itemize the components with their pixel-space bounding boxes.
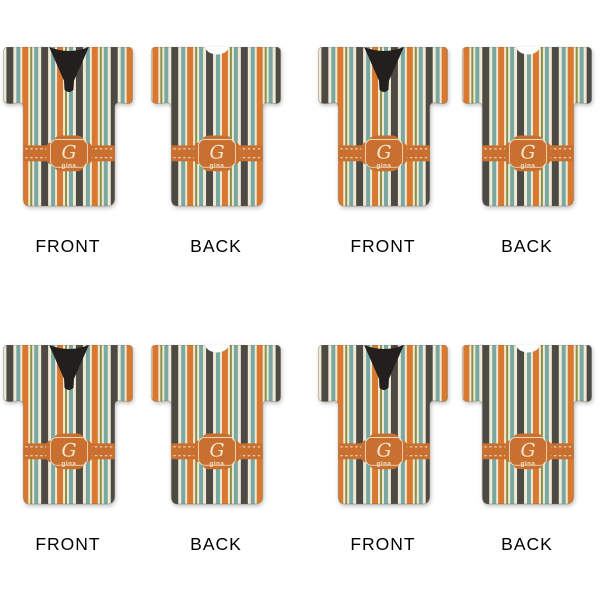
- monogram-name: gina: [521, 461, 536, 468]
- monogram-name: gina: [210, 163, 225, 170]
- product-view-card: G gina FRONT: [318, 345, 448, 554]
- jersey-silhouette: [151, 47, 281, 207]
- jersey-bottle-cover-mockup: G gina: [318, 345, 448, 505]
- monogram-plaque: [512, 433, 544, 470]
- view-label: BACK: [501, 534, 553, 554]
- product-view-card: G gina BACK: [462, 345, 592, 554]
- jersey-bottle-cover-mockup: G gina: [462, 47, 592, 207]
- v-neck-collar: [49, 47, 89, 92]
- product-view-card: G gina FRONT: [3, 47, 133, 256]
- monogram-name: gina: [377, 461, 392, 468]
- plaque-inner-outline: [365, 139, 403, 168]
- jersey-bottle-cover-mockup: G gina: [151, 47, 281, 207]
- neck-notch: [205, 47, 229, 55]
- jersey-bottle-cover-mockup: G gina: [3, 47, 133, 207]
- jersey-silhouette: [462, 345, 592, 505]
- plaque-inner-outline: [50, 139, 88, 168]
- monogram-name: gina: [62, 163, 77, 170]
- jersey-silhouette: [151, 345, 281, 505]
- plaque-inner-outline: [50, 437, 88, 466]
- neck-notch: [516, 47, 540, 55]
- neck-notch: [516, 345, 540, 353]
- plaque-inner-outline: [365, 437, 403, 466]
- view-label: FRONT: [350, 534, 416, 554]
- jersey-bottle-cover-mockup: G gina: [3, 345, 133, 505]
- view-label: BACK: [501, 236, 553, 256]
- plaque-inner-outline: [198, 437, 236, 466]
- view-label: BACK: [190, 236, 242, 256]
- monogram-initial: G: [61, 141, 76, 163]
- monogram-plaque: [368, 433, 400, 470]
- plaque-inner-outline: [509, 139, 547, 168]
- monogram-name: gina: [210, 461, 225, 468]
- neck-notch: [205, 345, 229, 353]
- monogram-plaque: [53, 433, 85, 470]
- jersey-bottle-cover-mockup: G gina: [318, 47, 448, 207]
- view-label: FRONT: [350, 236, 416, 256]
- monogram-initial: G: [520, 439, 535, 461]
- monogram-name: gina: [521, 163, 536, 170]
- product-view-card: G gina FRONT: [3, 345, 133, 554]
- monogram-initial: G: [61, 439, 76, 461]
- v-neck-collar: [364, 47, 404, 92]
- monogram-initial: G: [209, 439, 224, 461]
- monogram-plaque: [512, 135, 544, 172]
- jersey-silhouette: [3, 345, 133, 505]
- v-neck-collar: [49, 345, 89, 390]
- product-view-card: G gina FRONT: [318, 47, 448, 256]
- monogram-name: gina: [377, 163, 392, 170]
- monogram-plaque: [201, 433, 233, 470]
- plaque-inner-outline: [509, 437, 547, 466]
- view-label: FRONT: [35, 236, 101, 256]
- jersey-silhouette: [318, 345, 448, 505]
- monogram-plaque: [201, 135, 233, 172]
- jersey-silhouette: [3, 47, 133, 207]
- monogram-initial: G: [376, 141, 391, 163]
- product-view-card: G gina BACK: [151, 345, 281, 554]
- plaque-inner-outline: [198, 139, 236, 168]
- jersey-bottle-cover-mockup: G gina: [151, 345, 281, 505]
- monogram-plaque: [368, 135, 400, 172]
- view-label: FRONT: [35, 534, 101, 554]
- view-label: BACK: [190, 534, 242, 554]
- monogram-initial: G: [209, 141, 224, 163]
- monogram-name: gina: [62, 461, 77, 468]
- jersey-silhouette: [318, 47, 448, 207]
- product-view-card: G gina BACK: [151, 47, 281, 256]
- jersey-bottle-cover-mockup: G gina: [462, 345, 592, 505]
- v-neck-collar: [364, 345, 404, 390]
- monogram-initial: G: [376, 439, 391, 461]
- jersey-silhouette: [462, 47, 592, 207]
- monogram-initial: G: [520, 141, 535, 163]
- monogram-plaque: [53, 135, 85, 172]
- product-view-card: G gina BACK: [462, 47, 592, 256]
